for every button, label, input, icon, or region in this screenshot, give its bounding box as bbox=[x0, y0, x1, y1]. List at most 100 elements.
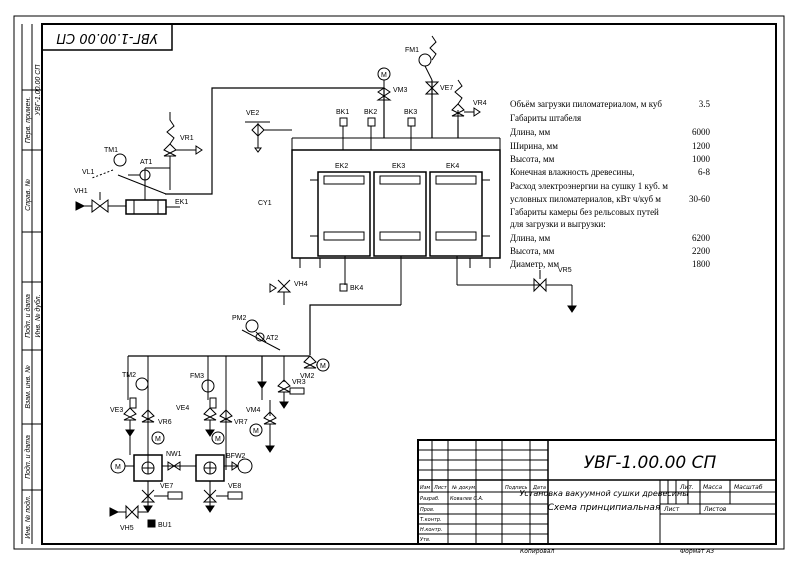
label-nw1: NW1 bbox=[166, 451, 182, 458]
label-ve4: VE4 bbox=[176, 405, 189, 412]
spec-label: Высота, мм bbox=[510, 246, 555, 256]
valve-vm4 bbox=[249, 356, 277, 453]
stamp-role: Утв. bbox=[420, 537, 431, 543]
label-vr1: VR1 bbox=[180, 135, 194, 142]
left-inlet-assembly bbox=[75, 112, 203, 215]
label-at1: AT1 bbox=[140, 159, 152, 166]
label-vr3: VR3 bbox=[292, 379, 306, 386]
pipe-top bbox=[165, 80, 459, 195]
bottom-left-units bbox=[109, 356, 253, 528]
stamp-col-header: Изм bbox=[420, 485, 430, 491]
spec-label: Конечная влажность древесины, bbox=[510, 167, 634, 177]
spec-label: Габариты штабеля bbox=[510, 113, 581, 123]
spec-value: 1000 bbox=[692, 154, 711, 164]
stamp-col-header: Подпись bbox=[505, 485, 528, 491]
spec-value: 1800 bbox=[692, 259, 711, 269]
label-m4: M bbox=[253, 428, 259, 435]
title-block bbox=[417, 439, 777, 545]
stamp-role: Пров. bbox=[420, 507, 435, 513]
valve-vr5 bbox=[533, 270, 577, 313]
spec-label: Длина, мм bbox=[510, 233, 550, 243]
spec-label: Габариты камеры без рельсовых путей bbox=[510, 207, 659, 217]
spec-value: 1200 bbox=[692, 141, 711, 151]
drawing-frame bbox=[41, 23, 777, 545]
stamp-sheets-label: Листов bbox=[703, 506, 727, 513]
label-vr5: VR5 bbox=[558, 267, 572, 274]
left-side-strip bbox=[21, 24, 42, 544]
label-m1: M bbox=[115, 464, 121, 471]
spec-label: условных пиломатериалов, кВт ч/куб м bbox=[510, 194, 661, 204]
stamp-drawing-code: УВГ-1.00.00 СП bbox=[584, 453, 717, 473]
label-m-mid: M bbox=[320, 363, 326, 370]
label-bk1: BK1 bbox=[336, 109, 349, 116]
label-vm4: VM4 bbox=[246, 407, 261, 414]
stamp-col-header: № докум. bbox=[451, 485, 477, 491]
valve-ve2-assembly bbox=[245, 121, 292, 153]
valve-vr3 bbox=[277, 356, 305, 409]
label-bu1: BU1 bbox=[158, 522, 172, 529]
motor-top bbox=[376, 67, 392, 101]
label-vh4: VH4 bbox=[294, 281, 308, 288]
spec-label: Высота, мм bbox=[510, 154, 555, 164]
spec-label: Объём загрузки пиломатериалом, м куб bbox=[510, 99, 662, 109]
strip-label-sign-date-1: Подп. и дата bbox=[24, 294, 32, 338]
sensors-bk bbox=[339, 117, 416, 150]
label-vr6: VR6 bbox=[158, 419, 172, 426]
label-vl1: VL1 bbox=[82, 169, 95, 176]
label-ek4: EK4 bbox=[446, 163, 459, 170]
label-at2: AT2 bbox=[266, 335, 278, 342]
stamp-sheet-label: Лист bbox=[663, 506, 680, 513]
label-m2: M bbox=[155, 436, 161, 443]
label-ve2: VE2 bbox=[246, 110, 259, 117]
stamp-scale-header: Масштаб bbox=[734, 484, 763, 491]
top-code-box bbox=[41, 23, 173, 51]
strip-label-sign-date-2: Подп. и дата bbox=[24, 435, 32, 479]
label-m-top: M bbox=[381, 72, 387, 79]
label-vm3: VM3 bbox=[393, 87, 408, 94]
footer-format: Формат А3 bbox=[680, 548, 714, 555]
sensor-bk4 bbox=[339, 283, 348, 292]
stamp-title-top: Установка вакуумной сушки древесины bbox=[519, 489, 688, 498]
motor-vm2 bbox=[303, 355, 330, 372]
sheet-outer-border bbox=[13, 15, 785, 550]
stamp-lit-header: Лит. bbox=[679, 484, 694, 491]
strip-label-ref-no: Справ. № bbox=[25, 179, 32, 211]
pipe-middle bbox=[128, 304, 401, 380]
spec-value: 3.5 bbox=[699, 99, 711, 109]
top-code-text: УВГ-1.00.00 СП bbox=[56, 30, 158, 45]
spec-value: 6-8 bbox=[698, 167, 710, 177]
spec-label: Длина, мм bbox=[510, 127, 550, 137]
vh4-pm2-at2 bbox=[241, 279, 292, 351]
label-bk2: BK2 bbox=[364, 109, 377, 116]
label-tm2: TM2 bbox=[122, 372, 136, 379]
label-tm1: TM1 bbox=[104, 147, 118, 154]
valve-vr4 bbox=[451, 79, 481, 120]
stamp-name: Ковалев С.А. bbox=[450, 496, 484, 502]
spec-label: Ширина, мм bbox=[510, 141, 558, 151]
label-ek2: EK2 bbox=[335, 163, 348, 170]
label-vh1: VH1 bbox=[74, 188, 88, 195]
label-vh5: VH5 bbox=[120, 525, 134, 532]
label-m3: M bbox=[215, 436, 221, 443]
stamp-role: Разраб. bbox=[420, 496, 440, 502]
label-bfw2: BFW2 bbox=[226, 453, 246, 460]
stamp-col-header: Дата bbox=[532, 485, 546, 491]
spec-value: 6000 bbox=[692, 127, 711, 137]
label-ek1: EK1 bbox=[175, 199, 188, 206]
spec-list: Объём загрузки пиломатериалом, м куб 3.5… bbox=[510, 99, 711, 269]
label-bk3: BK3 bbox=[404, 109, 417, 116]
spec-label: Расход электроэнергии на сушку 1 куб. м bbox=[510, 181, 668, 191]
label-ek3: EK3 bbox=[392, 163, 405, 170]
label-vm2: VM2 bbox=[300, 373, 315, 380]
footer-copied: Копировал bbox=[520, 548, 554, 555]
label-ve8: VE8 bbox=[228, 483, 241, 490]
label-ve7: VE7 bbox=[160, 483, 173, 490]
spec-value: 6200 bbox=[692, 233, 711, 243]
label-cy1: CY1 bbox=[258, 200, 272, 207]
spec-value: 30-60 bbox=[689, 194, 710, 204]
label-pm2: PM2 bbox=[232, 315, 247, 322]
label-bk4: BK4 bbox=[350, 285, 363, 292]
drying-chamber bbox=[291, 137, 540, 305]
strip-label-first-use: Перв. примен. bbox=[25, 97, 32, 144]
